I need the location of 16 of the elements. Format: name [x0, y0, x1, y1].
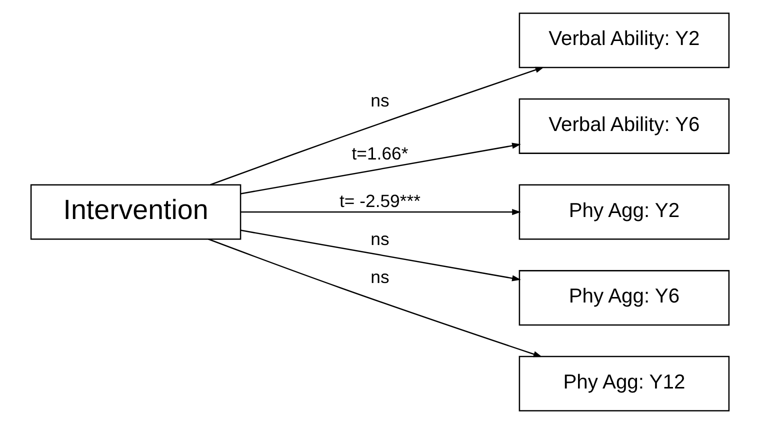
node-box: Verbal Ability: Y6: [518, 98, 730, 154]
node-box: Intervention: [30, 184, 242, 240]
node-box: Phy Agg: Y2: [518, 184, 730, 240]
node-box: Phy Agg: Y12: [518, 356, 730, 412]
arrow: [208, 238, 542, 358]
edge-label: t= -2.59***: [340, 191, 420, 212]
edge-label: t=1.66*: [352, 143, 408, 164]
edge-label: ns: [370, 229, 390, 250]
edge-label: ns: [370, 90, 390, 110]
arrow: [210, 66, 544, 186]
arrow: [240, 230, 521, 282]
arrow: [240, 208, 521, 216]
arrow: [240, 142, 521, 194]
node-box: Verbal Ability: Y2: [518, 12, 730, 68]
node-box: Phy Agg: Y6: [518, 270, 730, 326]
edge-label: ns: [370, 266, 390, 287]
